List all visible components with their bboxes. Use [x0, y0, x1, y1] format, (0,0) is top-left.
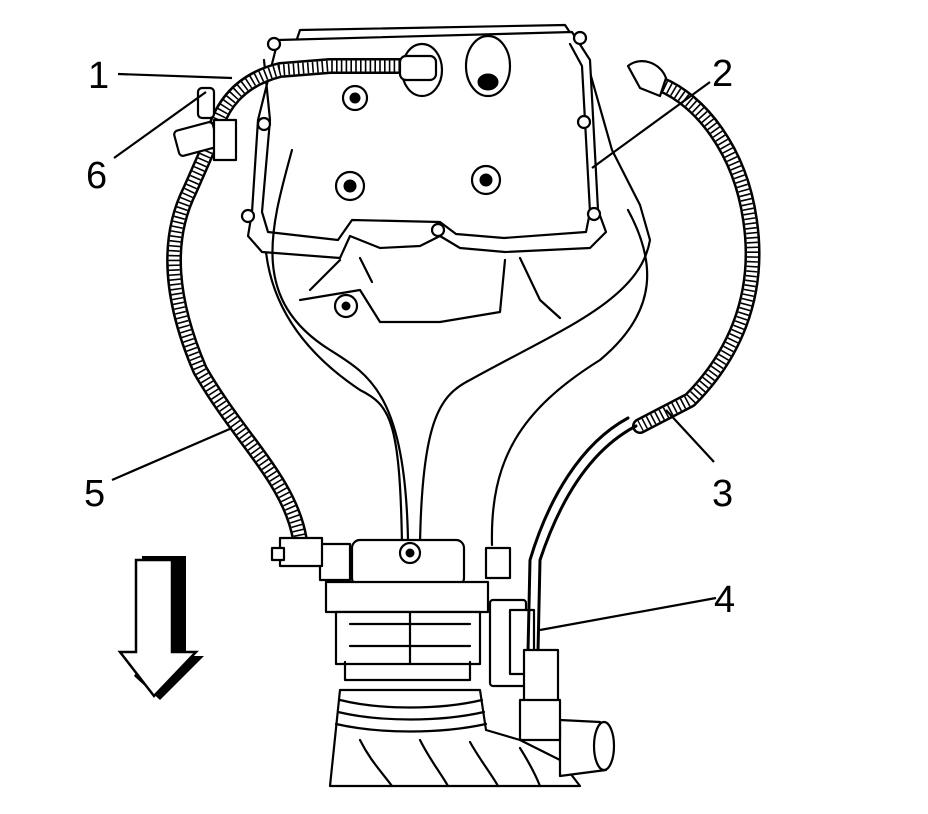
engine-cover [246, 30, 608, 260]
cover-port-right [464, 34, 512, 98]
air-inlet-duct [328, 688, 616, 788]
manifold-inner-curve-left [271, 148, 410, 542]
sensor-connector-4 [522, 648, 560, 708]
callout-1: 1 [88, 55, 109, 97]
throttle-body [318, 538, 536, 688]
engine-assembly [240, 23, 652, 788]
wiring-harness-right [518, 60, 761, 742]
leader-3 [665, 409, 715, 463]
callout-6: 6 [86, 155, 107, 197]
down-arrow-icon [117, 556, 204, 700]
harness-clip [212, 118, 238, 162]
cover-port-right-hole [477, 73, 499, 91]
wiring-harness-left [165, 54, 438, 568]
callout-4: 4 [714, 579, 735, 621]
sensor-line-4 [536, 424, 638, 654]
callout-3: 3 [712, 473, 733, 515]
leader-5 [111, 426, 233, 482]
callout-5: 5 [84, 473, 105, 515]
manifold-runner-lines [298, 256, 562, 324]
leader-6 [113, 91, 207, 159]
leader-2 [591, 81, 711, 169]
cover-bolts [240, 30, 602, 319]
callout-leaders [111, 72, 717, 632]
manifold-inner-curve-right [490, 208, 649, 547]
sensor-connector-1 [398, 54, 438, 82]
leader-4 [539, 596, 717, 632]
callout-2: 2 [712, 53, 733, 95]
callout-numbers: 1 2 3 4 5 6 [84, 53, 735, 621]
harness-boot-top [626, 60, 668, 98]
harness-connector-base [278, 536, 324, 568]
leader-1 [117, 72, 233, 80]
